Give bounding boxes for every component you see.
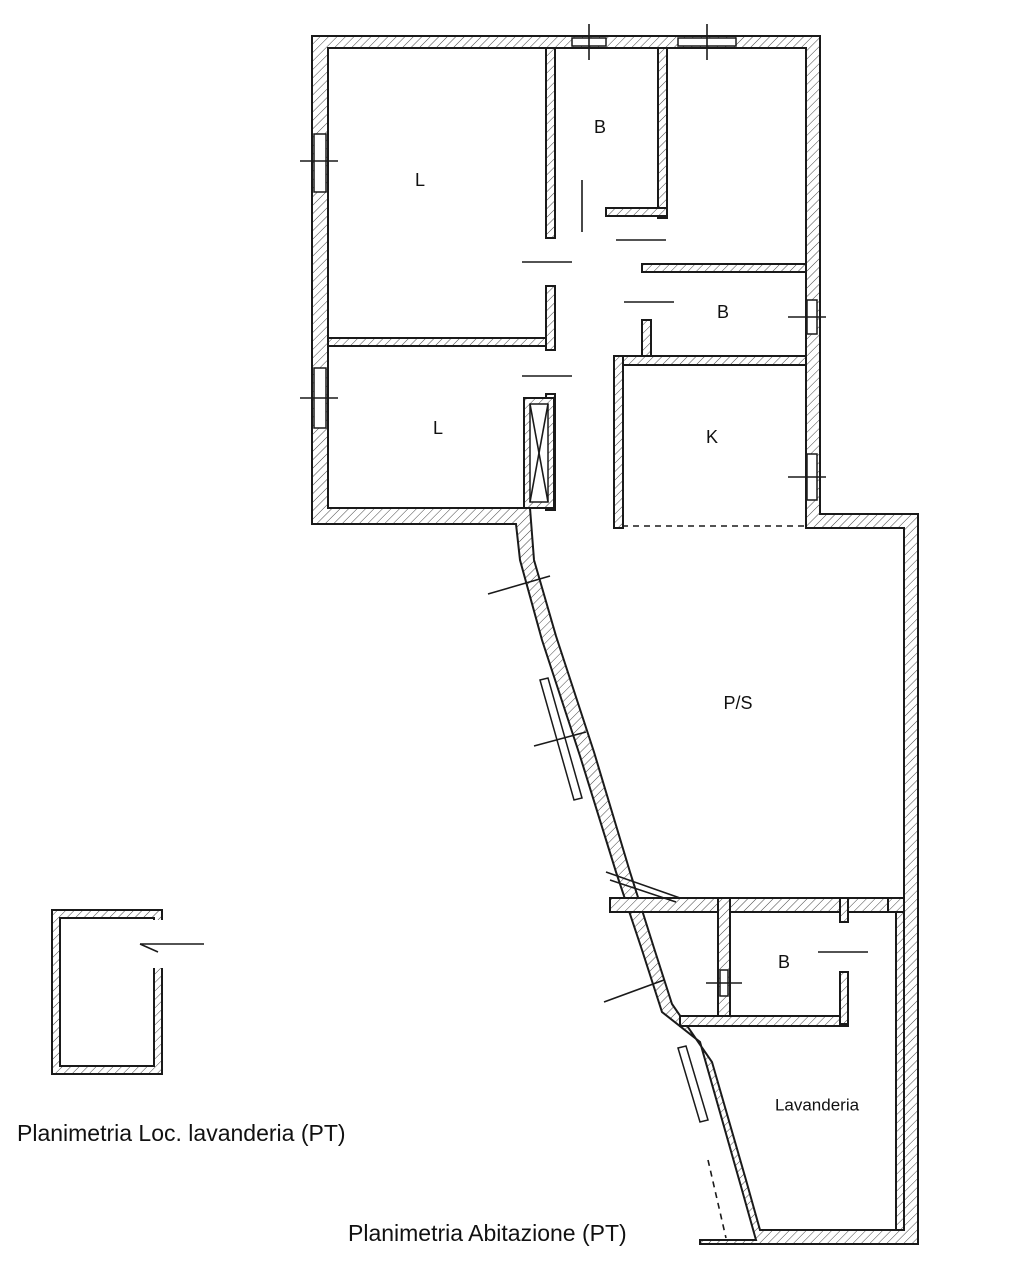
room-label-kitchen: K [706, 427, 718, 447]
wall-bath-right [657, 47, 668, 219]
entry-opening [707, 1159, 727, 1239]
wall-bedroom-divider [327, 337, 555, 347]
wall-laundry-right [895, 911, 905, 1231]
wall-corridor-left-top [545, 47, 556, 239]
wall-small-bath-bottom [679, 1015, 849, 1027]
wall-corridor-left-mid [545, 285, 556, 351]
laundry-plan-door-swing [139, 943, 159, 953]
window-left-1 [313, 133, 327, 193]
wall-small-bath-top-stub [839, 897, 849, 923]
window-diag-3 [603, 979, 665, 1003]
wall-small-bath-left [717, 897, 731, 1025]
window-diag-1 [487, 575, 551, 595]
window-diag-2 [533, 731, 587, 747]
wall-bath2-left [641, 319, 652, 359]
room-label-bedroom-top: L [415, 170, 425, 190]
door-line-8 [609, 879, 677, 903]
wall-lower-divider [609, 897, 905, 913]
room-label-bedroom-bottom: L [433, 418, 443, 438]
wall-entry-stub [887, 897, 905, 913]
window-diag-lower [677, 1045, 709, 1123]
room-label-living: P/S [723, 693, 752, 713]
room-label-laundry: Lavanderia [775, 1095, 860, 1114]
wall-bath2-top [641, 263, 807, 273]
room-label-bathroom-small: B [778, 952, 790, 972]
door-line-7 [605, 871, 681, 899]
wall-bath-bottom [605, 207, 668, 217]
laundry-plan-walls [51, 909, 163, 1075]
caption-house-plan: Planimetria Abitazione (PT) [348, 1220, 627, 1246]
shaft-cross-2 [529, 403, 549, 503]
room-label-bathroom-mid: B [717, 302, 729, 322]
room-label-bathroom-top: B [594, 117, 606, 137]
caption-laundry-plan: Planimetria Loc. lavanderia (PT) [17, 1120, 346, 1146]
wall-small-bath-right [839, 971, 849, 1025]
wall-bath2-bottom [613, 355, 807, 366]
upper-outer-wall [311, 35, 919, 1245]
wall-kitchen-left [613, 355, 624, 529]
